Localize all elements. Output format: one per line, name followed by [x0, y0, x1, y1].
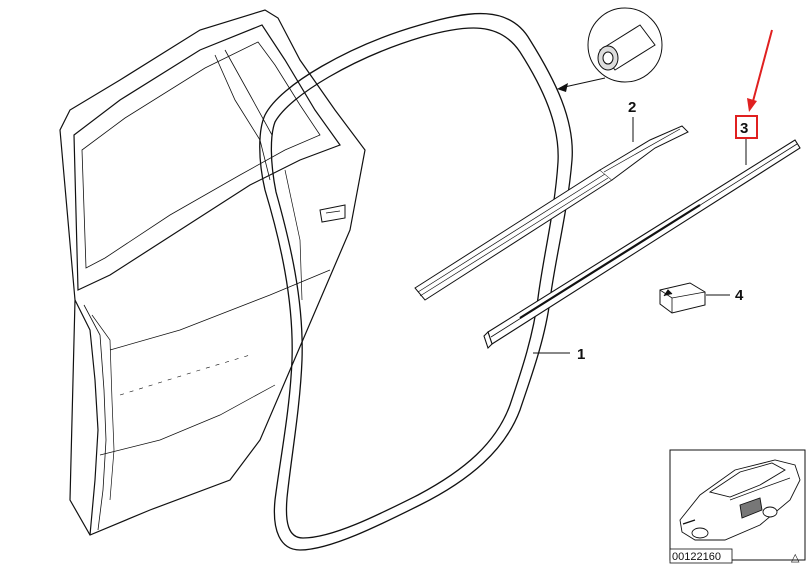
callout-2: 2 — [628, 99, 636, 116]
car-icon — [679, 459, 801, 541]
callout-3: 3 — [740, 120, 748, 137]
callout-4: 4 — [735, 287, 744, 304]
seal-section-detail — [587, 7, 663, 83]
highlight-arrowhead — [747, 98, 757, 112]
document-number-box — [669, 548, 733, 564]
vehicle-locator-inset: 00122160 △ — [669, 449, 806, 564]
leader-lines — [533, 117, 747, 354]
door-seal-part-1 — [259, 12, 573, 551]
nav-triangle-icon[interactable]: △ — [791, 552, 800, 564]
detail-leader-arrow — [557, 83, 568, 92]
highlight-arrow — [751, 29, 773, 106]
outer-trim-strip-part-3 — [483, 139, 801, 350]
document-number: 00122160 — [672, 551, 721, 563]
highlight-box — [735, 115, 758, 139]
rear-door-illustration — [59, 9, 366, 536]
detail-leader-line — [559, 77, 606, 89]
window-channel-part-2 — [414, 125, 689, 301]
clip-part-4 — [659, 282, 706, 314]
callout-1: 1 — [577, 346, 585, 363]
